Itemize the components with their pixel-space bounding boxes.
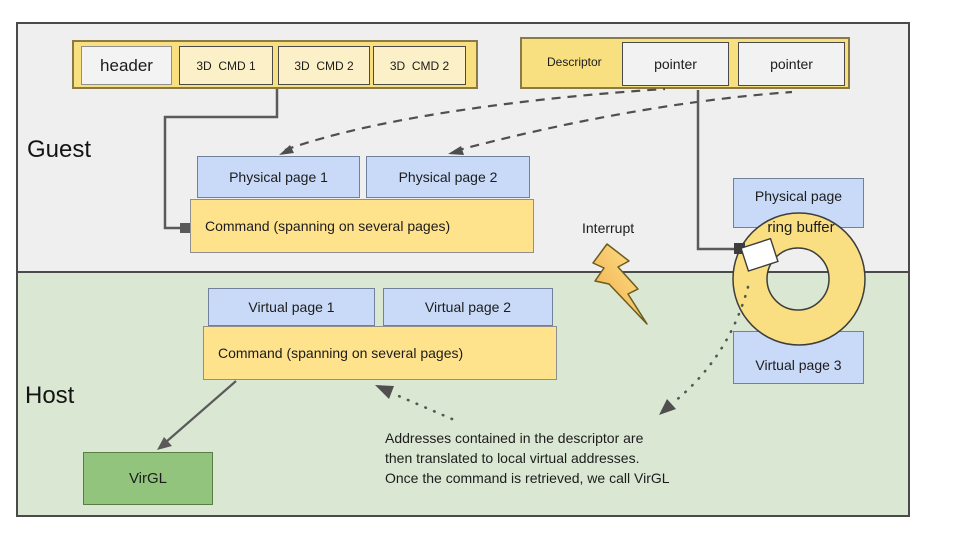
- pointer-cell-1: pointer: [622, 42, 729, 86]
- guest-command-label: Command (spanning on several pages): [205, 218, 451, 234]
- descriptor-label: Descriptor: [547, 55, 602, 69]
- host-command-label: Command (spanning on several pages): [218, 345, 464, 361]
- virtual-page-1-label: Virtual page 1: [248, 299, 335, 315]
- cmd-cell-2: 3D CMD 2: [278, 46, 370, 85]
- descriptor-container: Descriptor pointer pointer: [520, 37, 850, 89]
- cmd-cell-1-label: 3D CMD 1: [196, 58, 256, 73]
- header-cell: header: [81, 46, 172, 85]
- virtual-page-2-box: Virtual page 2: [383, 288, 553, 326]
- interrupt-label: Interrupt: [582, 220, 635, 236]
- annotation-text: Addresses contained in the descriptor ar…: [385, 430, 670, 486]
- virtual-page-2-label: Virtual page 2: [424, 299, 512, 315]
- guest-command-box: Command (spanning on several pages): [190, 199, 534, 253]
- cmd-cell-3: 3D CMD 2: [373, 46, 466, 85]
- virtual-page-3-box: Virtual page 3: [733, 331, 864, 384]
- physical-page-1-box: Physical page 1: [197, 156, 360, 198]
- guest-label: Guest: [27, 136, 92, 163]
- cmd-cell-3-label: 3D CMD 2: [389, 58, 450, 73]
- pointer-cell-1-label: pointer: [654, 56, 697, 72]
- ring-buffer-label: ring buffer: [767, 219, 835, 236]
- host-label: Host: [25, 382, 75, 409]
- physical-page-1-label: Physical page 1: [229, 169, 328, 185]
- virgl-label: VirGL: [128, 470, 168, 487]
- host-command-box: Command (spanning on several pages): [203, 326, 557, 380]
- cmd-cell-1: 3D CMD 1: [179, 46, 273, 85]
- header-cell-label: header: [100, 55, 153, 75]
- virtual-page-1-box: Virtual page 1: [208, 288, 375, 326]
- virtual-page-3-label: Virtual page 3: [755, 356, 842, 373]
- virgl-box: VirGL: [83, 452, 213, 505]
- physical-page-2-box: Physical page 2: [366, 156, 530, 198]
- pointer-cell-2: pointer: [738, 42, 845, 86]
- pointer-cell-2-label: pointer: [770, 56, 813, 72]
- physical-page-2-label: Physical page 2: [398, 169, 498, 185]
- cmd-cell-2-label: 3D CMD 2: [294, 58, 354, 73]
- ring-physical-page-label: Physical page: [754, 188, 843, 204]
- command-buffer-container: header 3D CMD 1 3D CMD 2 3D CMD 2: [72, 40, 478, 89]
